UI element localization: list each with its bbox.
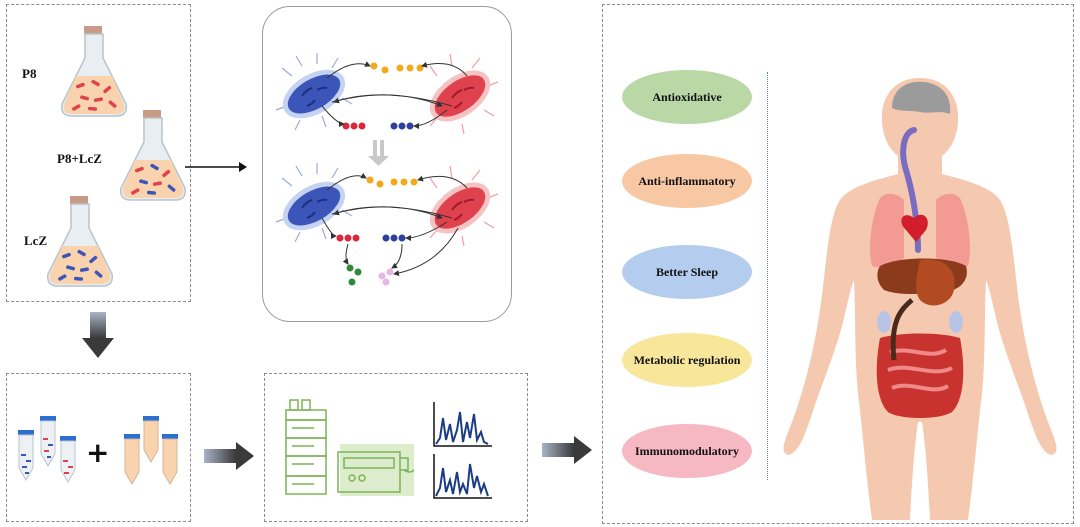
tubes-left-icon: [18, 416, 76, 483]
down-arrow-icon: [82, 312, 114, 358]
right-arrow-2-icon: [542, 436, 592, 464]
flask-panel: [6, 4, 191, 302]
arrow-to-interaction-icon: [185, 162, 247, 172]
chromatogram-bottom-icon: [433, 454, 492, 499]
interaction-panel: [262, 6, 512, 322]
flask-mix-icon: [119, 110, 187, 201]
effect-label: Metabolic regulation: [633, 352, 741, 367]
lc-ms-instrument-icon: [285, 399, 415, 496]
effect-better-sleep: Better Sleep: [622, 245, 752, 299]
tubes-panel: [6, 373, 191, 522]
effect-label: Immunomodulatory: [634, 443, 739, 458]
flask-lcz-icon: [46, 196, 114, 287]
effect-immunomodulatory: Immunomodulatory: [622, 424, 752, 478]
plus-sign: +: [86, 436, 110, 469]
lcz-label: LcZ: [24, 233, 48, 248]
effect-label: Better Sleep: [655, 264, 719, 279]
effect-label: Antioxidative: [652, 89, 722, 104]
effects-panel: [602, 4, 1074, 524]
effects-divider: [767, 72, 768, 480]
human-body-icon: [783, 78, 1057, 520]
effect-metabolic-regulation: Metabolic regulation: [622, 333, 752, 387]
bacterium-blue-top: [275, 53, 353, 131]
flask-p8-icon: [60, 26, 128, 117]
bacterium-red-bottom: [429, 165, 499, 247]
right-arrow-1-icon: [204, 442, 254, 470]
effect-label: Anti-inflammatory: [638, 173, 736, 188]
instrument-panel: [264, 373, 528, 522]
tubes-right-icon: [124, 416, 178, 485]
p8-label: P8: [22, 66, 37, 81]
bacterium-blue-bottom: [275, 163, 353, 243]
interaction-diagram: [275, 53, 499, 286]
effect-antioxidative: Antioxidative: [622, 70, 752, 124]
bacterium-red-top: [429, 53, 499, 135]
p8-lcz-label: P8+LcZ: [57, 151, 102, 166]
effect-anti-inflammatory: Anti-inflammatory: [622, 154, 752, 208]
transition-arrow-icon: [368, 140, 389, 166]
chromatogram-top-icon: [433, 402, 492, 447]
